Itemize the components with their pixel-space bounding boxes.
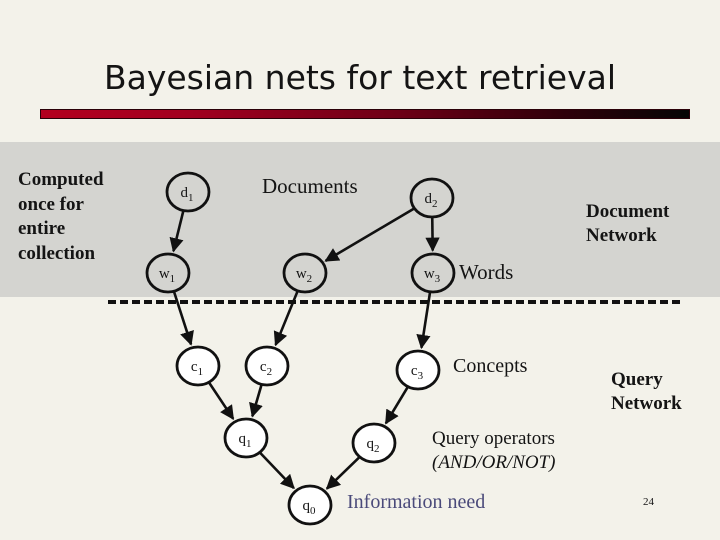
node-c3[interactable]: c3 — [395, 349, 441, 391]
node-q0[interactable]: q0 — [287, 484, 333, 526]
edge-c2-to-q1 — [249, 384, 263, 418]
query-operators-title: Query operators — [432, 428, 555, 449]
node-q2[interactable]: q2 — [351, 422, 397, 464]
edge-c3-to-q2 — [384, 386, 410, 425]
edge-w2-to-c2 — [273, 290, 299, 347]
node-w3-circle — [410, 252, 456, 294]
query-operators-detail: (AND/OR/NOT) — [432, 452, 556, 473]
edge-q1-to-q0 — [258, 451, 295, 490]
edge-layer — [169, 207, 440, 490]
node-q1[interactable]: q1 — [223, 417, 269, 459]
edge-d2-to-w2 — [324, 207, 416, 262]
words-label: Words — [459, 260, 514, 284]
node-q2-circle — [351, 422, 397, 464]
node-q0-circle — [287, 484, 333, 526]
node-w2[interactable]: w2 — [282, 252, 328, 294]
title-underline-rule — [40, 109, 690, 119]
node-q1-circle — [223, 417, 269, 459]
network-divider-dashed-line — [108, 300, 680, 304]
node-c1-circle — [175, 345, 221, 387]
edge-d1-to-w1 — [169, 210, 185, 253]
node-w3[interactable]: w3 — [410, 252, 456, 294]
document-network-band — [0, 142, 720, 297]
node-layer: d1 d2 w1 w2 w3 c1 c2 c3 q1 q2 q0 — [145, 171, 456, 526]
documents-label: Documents — [262, 174, 358, 198]
node-c3-circle — [395, 349, 441, 391]
node-d2[interactable]: d2 — [409, 177, 455, 219]
node-w1-circle — [145, 252, 191, 294]
node-c2[interactable]: c2 — [244, 345, 290, 387]
node-w1[interactable]: w1 — [145, 252, 191, 294]
edge-q2-to-q0 — [325, 455, 361, 490]
node-d1[interactable]: d1 — [165, 171, 211, 213]
node-c1[interactable]: c1 — [175, 345, 221, 387]
node-w2-circle — [282, 252, 328, 294]
concepts-label: Concepts — [453, 355, 528, 377]
page-title: Bayesian nets for text retrieval — [103, 58, 617, 97]
edge-c1-to-q1 — [207, 381, 235, 421]
page-number: 24 — [643, 496, 654, 508]
node-d1-circle — [165, 171, 211, 213]
node-d2-circle — [409, 177, 455, 219]
edge-w1-to-c1 — [172, 290, 194, 346]
query-operators-label: Query operators (AND/OR/NOT) — [432, 427, 556, 475]
edge-w3-to-c3 — [416, 291, 432, 350]
information-need-label: Information need — [347, 491, 486, 513]
node-c2-circle — [244, 345, 290, 387]
